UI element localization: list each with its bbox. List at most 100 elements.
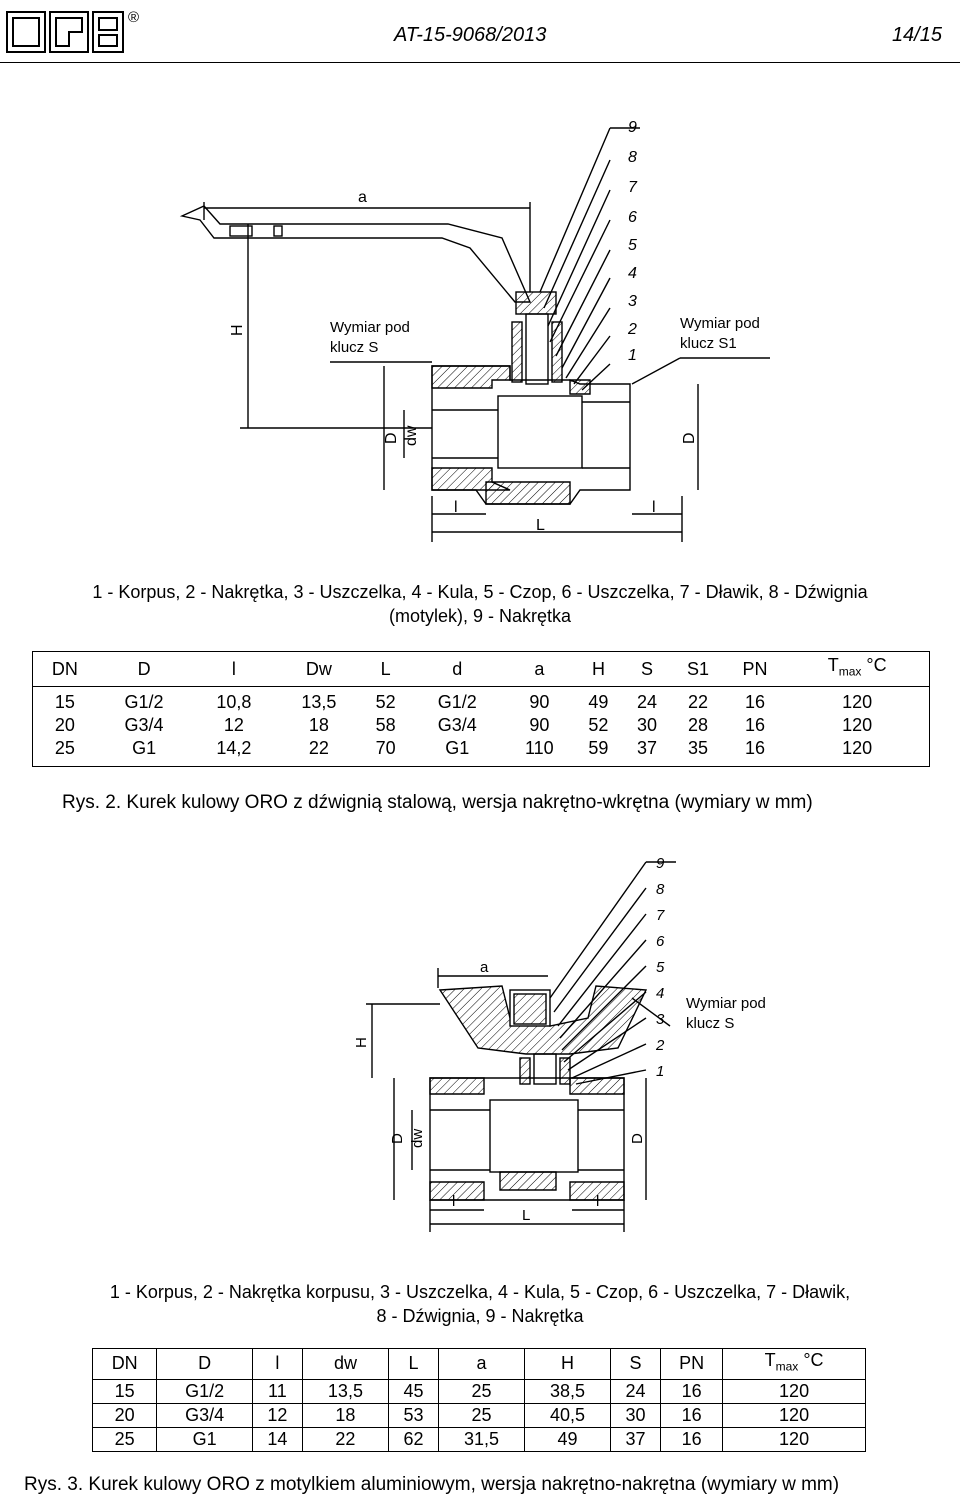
table-header-row: DN D l dw L a H S PN Tmax °C: [91, 1348, 866, 1380]
table-cell: 25: [54, 738, 75, 758]
table-cell: 53: [387, 1402, 440, 1428]
table-cell: G1/2: [156, 1378, 253, 1404]
column-header: L: [387, 1348, 440, 1380]
table-cell: G1/2: [124, 692, 164, 712]
part-number: 7: [656, 907, 665, 924]
valve-drawing-1-svg: a H D dw D l L l Wymiar pod klucz S Wymi…: [179, 119, 770, 542]
dimension-L-label: L: [522, 1207, 530, 1224]
column-header: Dw: [276, 651, 362, 687]
part-number: 2: [627, 321, 637, 338]
table-cell: 37: [636, 738, 658, 758]
itb-logo: ®: [6, 8, 146, 54]
column-header: S1: [671, 651, 725, 687]
table-cell: 59: [588, 738, 609, 758]
column-header: DN: [91, 1348, 158, 1380]
table-cell: 15: [91, 1378, 158, 1404]
column-header: a: [438, 1348, 526, 1380]
column-header-tmax: Tmax °C: [722, 1348, 866, 1380]
table-cell: G1/2: [437, 692, 477, 712]
itb-logo-graphic: ®: [6, 9, 139, 53]
part-number: 5: [656, 959, 665, 976]
valve-drawing-aluminium-butterfly: a H D dw D l L l Wymiar pod klucz S 9 8 …: [350, 848, 780, 1232]
dimensions-table-figure-2: DN D l Dw L d a H S S1 PN Tmax °C 15 G1/…: [32, 651, 930, 767]
dimension-l-left-label: l: [452, 1193, 455, 1210]
dimension-l-left-label: l: [454, 499, 458, 516]
tmax-subscript: max: [775, 1359, 799, 1374]
table-cell: 25: [438, 1402, 526, 1428]
page-number: 14/15: [891, 24, 942, 46]
column-header: PN: [660, 1348, 724, 1380]
parts-list-figure-2: 1 - Korpus, 2 - Nakrętka, 3 - Uszczelka,…: [30, 580, 930, 628]
table-cell: 110: [525, 738, 554, 758]
part-number: 4: [656, 985, 664, 1002]
table-cell: 70: [375, 738, 396, 758]
table-cell: G3/4: [156, 1402, 253, 1428]
table-row: 20 G3/4 12 18 58 G3/4 90 52 30 28 16 120: [33, 714, 930, 737]
table-cell: 12: [223, 715, 244, 735]
table-cell: 52: [375, 692, 396, 712]
table-cell: 120: [722, 1402, 866, 1428]
table-cell: 16: [660, 1378, 724, 1404]
table-cell: 14: [251, 1426, 303, 1452]
table-cell: 37: [609, 1426, 662, 1452]
dimension-H-label: H: [353, 1037, 370, 1048]
table-cell: 90: [529, 692, 550, 712]
table-cell: 58: [375, 715, 396, 735]
tmax-symbol: T: [764, 1350, 776, 1370]
table-row: 15 G1/2 11 13,5 45 25 38,5 24 16 120: [91, 1378, 866, 1404]
dimension-D-label: D: [383, 432, 400, 444]
table-cell: 16: [660, 1426, 724, 1452]
table-cell: 10,8: [216, 692, 252, 712]
table-cell: 40,5: [524, 1402, 611, 1428]
table-cell: 15: [54, 692, 75, 712]
column-header: DN: [32, 651, 97, 687]
table-cell: 11: [251, 1378, 303, 1404]
part-number: 3: [656, 1011, 665, 1028]
table-cell: 13,5: [301, 1378, 389, 1404]
table-cell: 24: [609, 1378, 662, 1404]
parts-list-line: 1 - Korpus, 2 - Nakrętka korpusu, 3 - Us…: [109, 1282, 851, 1302]
table-cell: 35: [687, 738, 708, 758]
column-header: a: [504, 651, 575, 687]
document-number: AT-15-9068/2013: [394, 24, 547, 46]
wrench-S-label-line2: klucz S: [330, 339, 378, 356]
figure-2-caption: Rys. 2. Kurek kulowy ORO z dźwignią stal…: [62, 792, 813, 813]
table-cell: 38,5: [524, 1378, 611, 1404]
part-number: 5: [628, 237, 637, 254]
wrench-S-label-line2: klucz S: [686, 1015, 734, 1032]
table-cell: 25: [91, 1426, 158, 1452]
table-row: 20 G3/4 12 18 53 25 40,5 30 16 120: [91, 1402, 866, 1428]
table-cell: 120: [842, 738, 873, 758]
column-header: d: [409, 651, 505, 687]
table-cell: 49: [588, 692, 609, 712]
table-cell: 18: [301, 1402, 389, 1428]
tmax-symbol: T: [827, 655, 839, 676]
part-number: 2: [655, 1037, 665, 1054]
wrench-S1-label-line2: klucz S1: [680, 335, 737, 352]
dimension-D-right-label: D: [629, 1133, 646, 1144]
parts-list-line: 1 - Korpus, 2 - Nakrętka, 3 - Uszczelka,…: [92, 582, 868, 602]
table-cell: 24: [636, 692, 658, 712]
table-cell: 16: [745, 738, 766, 758]
dimension-H-label: H: [229, 324, 246, 336]
parts-list-line: (motylek), 9 - Nakrętka: [388, 606, 572, 626]
part-number: 8: [656, 881, 665, 898]
table-cell: 120: [842, 692, 873, 712]
part-number: 6: [656, 933, 665, 950]
tmax-unit: °C: [803, 1350, 824, 1370]
column-header: dw: [301, 1348, 389, 1380]
column-header: D: [96, 651, 192, 687]
table-cell: 49: [524, 1426, 611, 1452]
table-cell: 18: [308, 715, 329, 735]
table-cell: 16: [745, 692, 766, 712]
valve-drawing-2-svg: a H D dw D l L l Wymiar pod klucz S 9 8 …: [353, 855, 766, 1232]
tmax-subscript: max: [838, 664, 862, 679]
table-cell: 12: [251, 1402, 303, 1428]
table-cell: 14,2: [216, 738, 252, 758]
part-number: 7: [628, 179, 638, 196]
figure-3-caption: Rys. 3. Kurek kulowy ORO z motylkiem alu…: [24, 1474, 840, 1495]
registered-mark: ®: [128, 9, 139, 26]
table-row: 25 G1 14 22 62 31,5 49 37 16 120: [91, 1426, 866, 1452]
column-header: l: [251, 1348, 303, 1380]
column-header: l: [191, 651, 277, 687]
